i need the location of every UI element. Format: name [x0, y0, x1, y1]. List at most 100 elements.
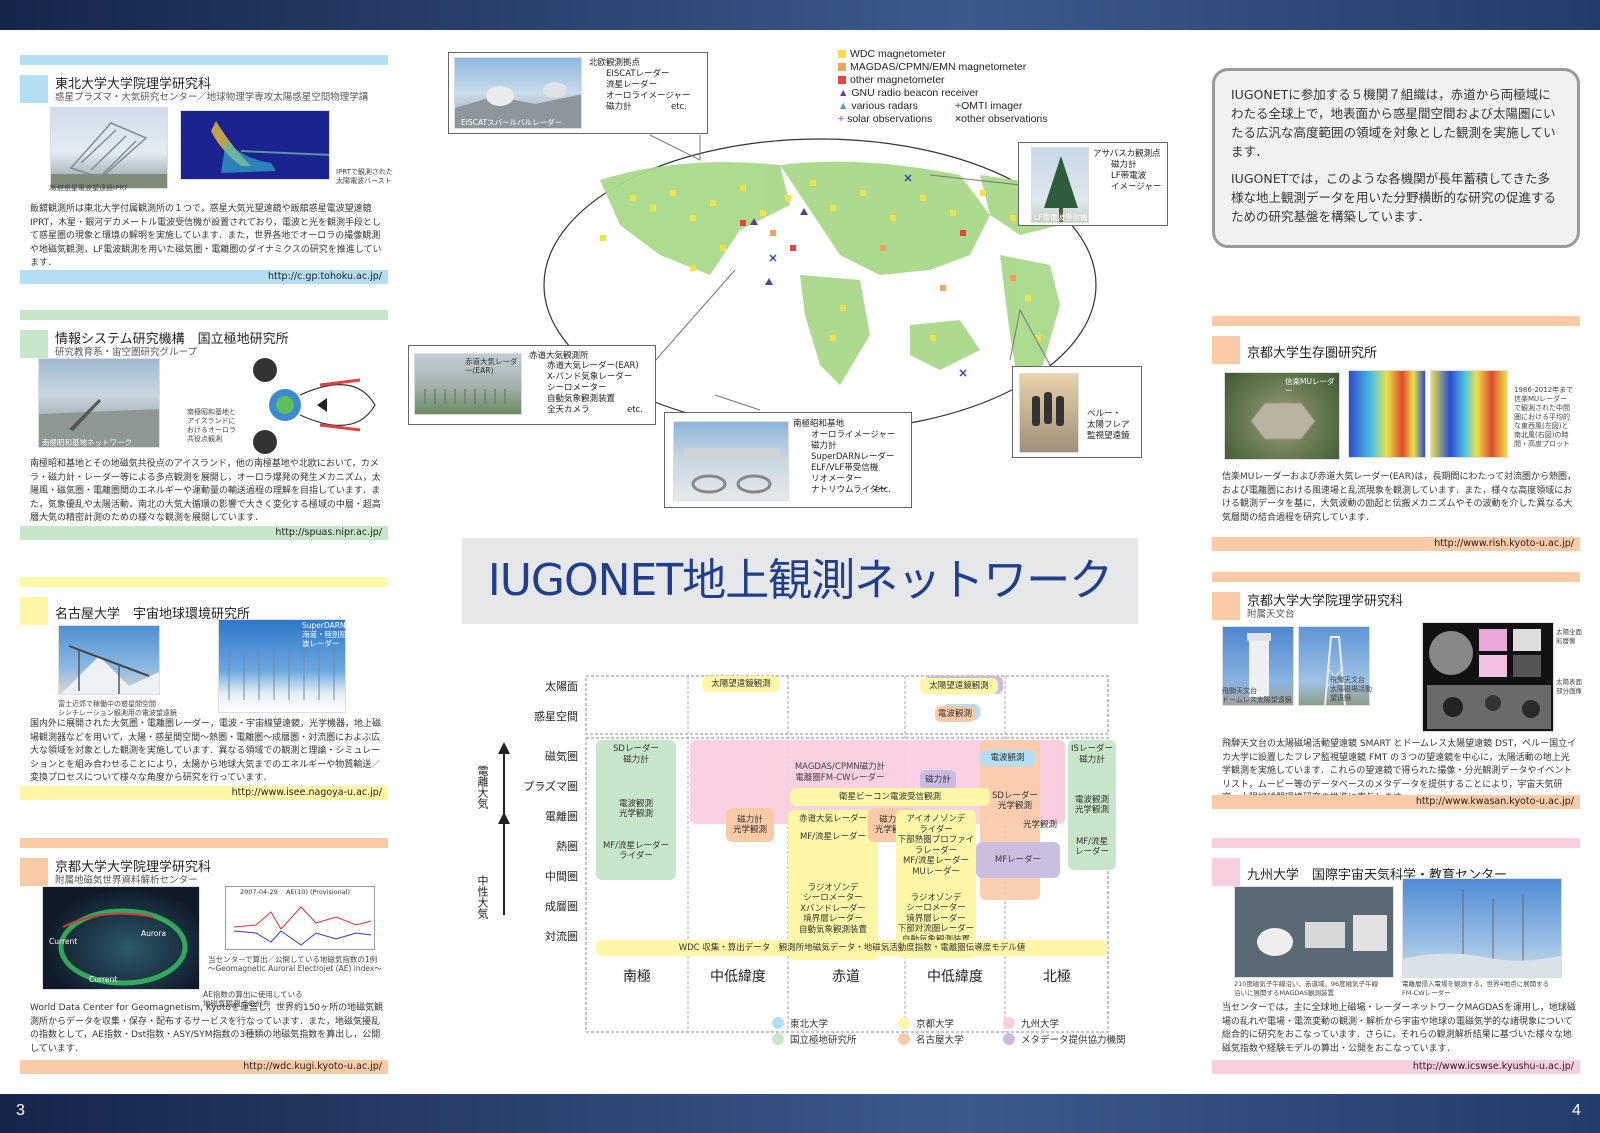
panel-url-link[interactable]: http://www.icswse.kyushu-u.ac.jp/ [1212, 1060, 1580, 1074]
ae-photo-caption: AE指数の算出に使用している 地磁気観測点の分布 [203, 990, 303, 1008]
color-square [20, 858, 48, 886]
panel-bar [20, 55, 388, 65]
antenna-field-icon [39, 399, 159, 447]
block-radio-south: 電波観測 光学観測 [618, 798, 653, 820]
syowa-base-photo [673, 421, 789, 501]
callout-list: 磁力計 LF帯電波 イメージャー [1111, 160, 1162, 192]
conjugate-aurora-diagram [253, 358, 376, 454]
solar-images-grid [1422, 622, 1554, 732]
dot-icon [772, 1017, 784, 1029]
superdarn-caption: SuperDARN北 海道・陸別短 波レーダー [302, 621, 354, 648]
panel-body: World Data Center for Geomagnetism, Kyot… [30, 1003, 384, 1054]
panel-url-link[interactable]: http://spuas.nipr.ac.jp/ [20, 526, 388, 540]
square-icon [838, 76, 846, 84]
row-label: 熱圏 [556, 840, 578, 853]
panel-url-link[interactable]: http://c.gp.tohoku.ac.jp/ [20, 270, 388, 284]
zonal-wind-plot [1348, 370, 1426, 458]
radar-octagon-icon [1250, 402, 1316, 440]
neutral-atmosphere-label: 中性大気 [476, 875, 489, 919]
panel-url-link[interactable]: http://www.kwasan.kyoto-u.ac.jp/ [1212, 795, 1580, 809]
spectrogram-graphic [181, 111, 329, 179]
panel-body: 信楽MUレーダーおよび赤道大気レーダー(EAR)は，長期間にわたって対流圏から熱… [1222, 472, 1577, 523]
legend-omti: +OMTI imager [955, 100, 1023, 112]
row-label: 対流圏 [545, 930, 578, 943]
legend-other-mag: other magnetometer [838, 74, 945, 86]
color-square [1212, 858, 1240, 886]
superdarn-photo [218, 619, 346, 713]
syowa-caption: 南極昭和基地ネットワーク [42, 438, 132, 447]
tower-icon [1247, 633, 1271, 697]
panel-title: 京都大学大学院理学研究科 [1247, 594, 1404, 609]
panel-url-link[interactable]: http://www.isee.nagoya-u.ac.jp/ [20, 786, 388, 800]
callout-syowa: 南極昭和基地 オーロライメージャー 磁力計 SuperDARNレーダー ELF/… [664, 412, 912, 508]
solar-image-caption-1: 太陽全面 彩層像 [1556, 628, 1582, 645]
world-observation-map [543, 138, 1097, 432]
callout-list: EISCATレーダー 流星レーダー オーロライメージャー 磁力計 [606, 69, 691, 112]
fuji-caption: 富士近郊で稼働中の惑星間空間 シンチレーション観測用の電波望遠鏡 [58, 700, 177, 717]
dome-icon [684, 448, 780, 494]
chart-caption: IPRTで観測された 太陽電波バースト [336, 168, 393, 185]
magdas-caption: 210度磁気子午線沿い，赤道域，96度磁気子午線 沿いに展開するMAGDAS観測… [1234, 980, 1379, 997]
dot-icon [898, 1033, 910, 1045]
triangle-icon: ▲ [838, 100, 852, 112]
dot-icon [898, 1017, 910, 1029]
triangle-icon: ▲ [838, 87, 852, 99]
block-magnetometer: 磁力計 [920, 770, 956, 790]
panel-nipr: 情報システム研究機構 国立極地研究所 研究教育系・宙空圏研究グループ 南極昭和基… [20, 310, 388, 550]
block-radio-1: 電波観測 [935, 706, 975, 722]
panel-subtitle: 附属天文台 [1247, 609, 1295, 620]
callout-title: 南極昭和基地 [793, 419, 845, 429]
panel-bar [1212, 572, 1580, 582]
legend-kyushu: 九州大学 [1003, 1016, 1059, 1030]
ear-photo: 赤道大気レーダー(EAR) [414, 353, 522, 415]
col-label: 北極 [1043, 969, 1071, 985]
block-radio-opt-north: 電波観測 光学観測 [1074, 794, 1109, 816]
current-label-2: Current [89, 975, 118, 984]
panel-subtitle: 惑星プラズマ・大気研究センター／地球物理学専攻太陽惑星空間物理学講 [55, 92, 369, 103]
callout-title: 赤道大気観測所 [529, 351, 589, 361]
panel-bar [20, 577, 388, 587]
callout-list: オーロライメージャー 磁力計 SuperDARNレーダー ELF/VLF帯受信機… [811, 430, 896, 495]
block-is-radar: ISレーダー 磁力計 [1068, 740, 1116, 870]
panel-nagoya: 名古屋大学 宇宙地球環境研究所 富士近郊で稼働中の惑星間空間 シンチレーション観… [20, 577, 388, 812]
block-opt-north: 光学観測 [1022, 819, 1057, 830]
block-mf-south: MF/流星レーダー ライダー [602, 840, 670, 862]
legend-radars: ▲ various radars [838, 100, 918, 112]
block-radiosonde-1: ラジオゾンデ シーロメーター Xバンドレーダー 境界層レーダー 自動気象観測装置 [798, 882, 867, 935]
plus-icon: + [838, 113, 848, 125]
eiscat-photo: EISCATスバールバルレーダー [454, 57, 582, 129]
panel-title: 名古屋大学 宇宙地球環境研究所 [55, 607, 251, 622]
mu-radar-label: 信楽MUレーダー [1285, 377, 1335, 395]
color-square [1212, 592, 1240, 620]
col-label: 赤道 [832, 969, 860, 985]
page-number-right: 4 [1572, 1102, 1581, 1119]
lf-receiver-label: LF帯電波受信機 [1034, 213, 1088, 222]
panel-title: 情報システム研究機構 国立極地研究所 [55, 332, 289, 347]
panel-body: 当センターでは，主に全球地上磁場・レーダーネットワークMAGDASを運用し，地球… [1222, 1003, 1576, 1054]
legend-magdas: MAGDAS/CPMN/EMN magnetometer [838, 61, 1026, 73]
iprt-photo [50, 107, 168, 189]
panel-kyoto-wdc: 京都大学大学院理学研究科 附属地磁気世界資料解析センター Current Aur… [20, 838, 388, 1074]
conjugate-caption: 南極昭和基地と アイスランドに おけるオーロラ 共役点観測 [187, 408, 236, 443]
solar-disk-images [1427, 629, 1551, 729]
solar-image-caption-2: 太陽表面 部分画像 [1556, 678, 1582, 695]
legend-kyoto: 京都大学 [898, 1016, 954, 1030]
panel-url-link[interactable]: http://wdc.kugi.kyoto-u.ac.jp/ [20, 1060, 388, 1074]
row-label: 中間圏 [545, 870, 578, 883]
row-label: プラズマ圏 [523, 780, 578, 793]
panel-tohoku: 東北大学大学院理学研究科 惑星プラズマ・大気研究センター／地球物理学専攻太陽惑星… [20, 55, 393, 290]
panel-url-link[interactable]: http://www.rish.kyoto-u.ac.jp/ [1212, 537, 1580, 551]
block-equator-radar: 赤道大気レーダー [788, 810, 878, 960]
panel-bar [1212, 316, 1580, 326]
smart-tower-photo [1298, 626, 1370, 706]
panel-header: 京都大学大学院理学研究科 附属地磁気世界資料解析センター [20, 854, 388, 888]
page-title: IUGONET地上観測ネットワーク [462, 538, 1138, 624]
dst-caption: 飛騨天文台 ドームレス太陽望遠鏡 [1222, 687, 1292, 704]
callout-etc: etc. [627, 405, 643, 415]
fuji-telescope-photo [58, 625, 160, 695]
block-radiosonde-2: ラジオゾンデ シーロメーター 境界層レーダー 下部対流圏レーダー 自動気象観測装… [897, 892, 975, 945]
square-icon [838, 50, 846, 58]
callout-title: アサバスカ観測点 [1093, 149, 1161, 159]
row-label: 成層圏 [545, 900, 578, 913]
dot-icon [1003, 1033, 1015, 1045]
